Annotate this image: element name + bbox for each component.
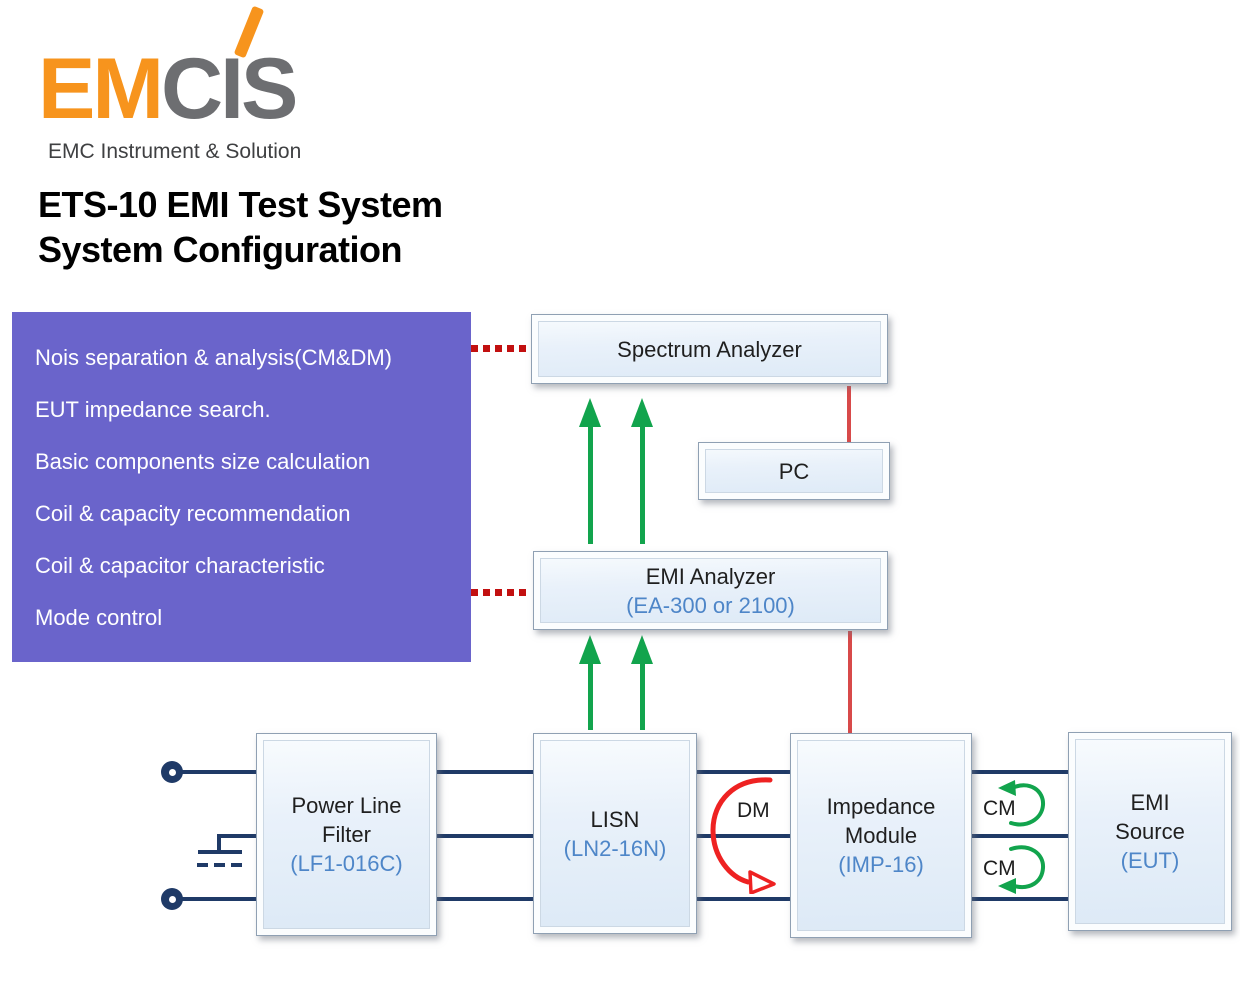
feature-item: Nois separation & analysis(CM&DM) (35, 345, 392, 370)
green-up-arrow-icon (631, 398, 653, 427)
node-pc: PC (698, 442, 890, 500)
terminal-icon (161, 888, 183, 910)
node-label: EMI (1130, 790, 1170, 815)
cm-label: CM (983, 857, 1016, 880)
page-title: ETS-10 EMI Test System System Configurat… (38, 182, 443, 272)
logo-tagline: EMC Instrument & Solution (48, 140, 302, 163)
ground-vertical-wire (217, 834, 221, 852)
node-model: (IMP-16) (838, 852, 924, 877)
wire-top-left (172, 770, 260, 774)
emcis-logo: EMCIS (38, 46, 298, 132)
page-title-line1: ETS-10 EMI Test System (38, 184, 443, 225)
wire-mid-ground-stub (219, 834, 260, 838)
cm-curved-arrow-icon (998, 845, 1045, 894)
dotted-link-features-spectrum (471, 345, 529, 352)
feature-item: Coil & capacitor characteristic (35, 553, 325, 578)
node-model: (LF1-016C) (290, 851, 403, 876)
green-up-arrow-icon (631, 635, 653, 664)
node-impedance-module: Impedance Module (IMP-16) (790, 733, 972, 938)
node-label: Power Line (291, 793, 402, 818)
node-label: LISN (590, 806, 640, 832)
node-label: Filter (322, 822, 371, 847)
green-up-arrow-icon (579, 398, 601, 427)
cm-curved-arrow-icon (998, 780, 1045, 827)
wire-mid-imp-eut (970, 834, 1070, 838)
feature-item: EUT impedance search. (35, 397, 271, 422)
wire-bottom-plf-lisn (435, 897, 535, 901)
wire-bottom-lisn-imp (695, 897, 792, 901)
wire-bottom-left (172, 897, 260, 901)
feature-panel: Nois separation & analysis(CM&DM) EUT im… (12, 312, 471, 662)
node-model: (EA-300 or 2100) (626, 592, 795, 618)
feature-item: Basic components size calculation (35, 449, 371, 474)
node-model: (LN2-16N) (563, 835, 667, 861)
ground-dashed-bar (197, 863, 245, 867)
node-label: Spectrum Analyzer (617, 336, 802, 362)
node-label: EMI Analyzer (645, 563, 776, 589)
green-up-arrow-shaft (640, 425, 645, 544)
node-lisn: LISN (LN2-16N) (533, 733, 697, 934)
wire-top-plf-lisn (435, 770, 535, 774)
green-up-arrow-icon (579, 635, 601, 664)
node-label: Source (1115, 819, 1185, 844)
node-spectrum-analyzer: Spectrum Analyzer (531, 314, 888, 384)
wire-bottom-imp-eut (970, 897, 1070, 901)
node-label: PC (778, 458, 810, 484)
node-power-line-filter: Power Line Filter (LF1-016C) (256, 733, 437, 936)
red-link-emi-analyzer-impedance (848, 631, 852, 733)
red-link-spectrum-pc (847, 386, 851, 442)
node-label: Module (844, 823, 918, 848)
cm-label: CM (983, 797, 1016, 820)
green-up-arrow-shaft (640, 662, 645, 730)
green-up-arrow-shaft (588, 425, 593, 544)
wire-top-imp-eut (970, 770, 1070, 774)
node-emi-source: EMI Source (EUT) (1068, 732, 1232, 931)
logo-text-orange: EM (38, 41, 164, 137)
dm-label: DM (737, 799, 770, 822)
terminal-icon (161, 761, 183, 783)
wire-mid-plf-lisn (435, 834, 535, 838)
wire-mid-lisn-imp (695, 834, 792, 838)
feature-item: Coil & capacity recommendation (35, 501, 351, 526)
dotted-link-features-emi-analyzer (471, 589, 530, 596)
ground-bar (198, 850, 242, 854)
green-up-arrow-shaft (588, 662, 593, 730)
feature-item: Mode control (35, 605, 163, 630)
wire-top-lisn-imp (695, 770, 792, 774)
node-label: Impedance (826, 794, 936, 819)
node-emi-analyzer: EMI Analyzer (EA-300 or 2100) (533, 551, 888, 630)
page-title-line2: System Configuration (38, 229, 403, 270)
logo-text-gray: CIS (161, 41, 298, 137)
dm-curved-arrow-icon (710, 777, 776, 894)
node-model: (EUT) (1120, 848, 1180, 873)
